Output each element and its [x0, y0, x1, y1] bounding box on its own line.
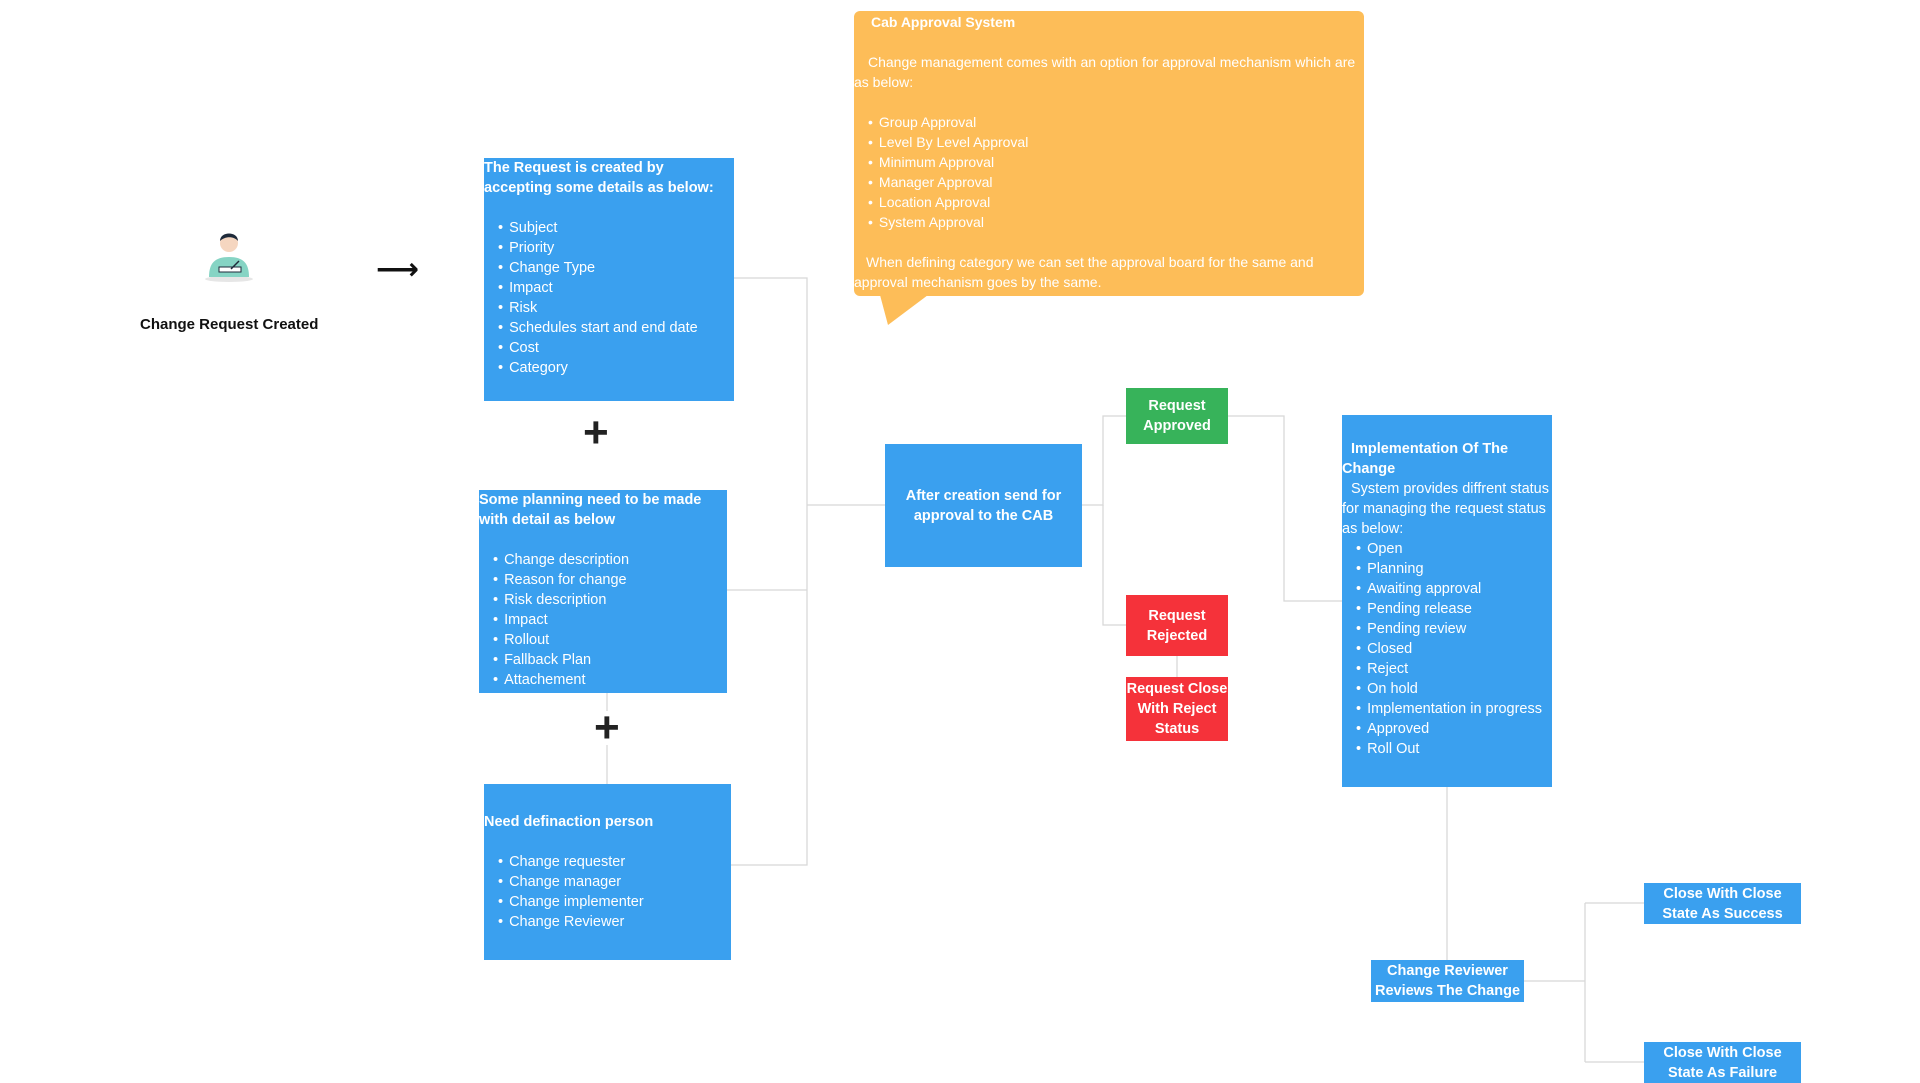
list-item: Category: [498, 358, 734, 378]
list-item: Subject: [498, 218, 734, 238]
request-approved-label: Request Approved: [1143, 398, 1211, 434]
planning-box: Some planning need to be made with detai…: [479, 490, 727, 693]
list-item: Awaiting approval: [1356, 579, 1552, 599]
request-details-list: SubjectPriorityChange TypeImpactRiskSche…: [484, 218, 734, 378]
callout-pointer: [880, 295, 928, 325]
list-item: Impact: [498, 278, 734, 298]
list-item: Approved: [1356, 719, 1552, 739]
callout-intro: Change management comes with an option f…: [854, 54, 1356, 90]
list-item: Open: [1356, 539, 1552, 559]
list-item: Impact: [493, 610, 727, 630]
plus-icon: +: [594, 703, 620, 752]
list-item: Risk: [498, 298, 734, 318]
request-reject-close-node: Request Close With Reject Status: [1126, 677, 1228, 741]
change-reviewer-label: Change Reviewer Reviews The Change: [1374, 963, 1521, 999]
implementation-intro: System provides diffrent status for mana…: [1342, 481, 1549, 537]
list-item: System Approval: [868, 212, 1364, 232]
list-item: Reject: [1356, 659, 1552, 679]
change-reviewer-node: Change Reviewer Reviews The Change: [1371, 960, 1524, 1002]
list-item: Minimum Approval: [868, 152, 1364, 172]
person-writing-icon: [201, 223, 257, 283]
callout-title: Cab Approval System: [871, 14, 1016, 30]
list-item: Level By Level Approval: [868, 132, 1364, 152]
implementation-status-list: OpenPlanningAwaiting approvalPending rel…: [1342, 539, 1552, 759]
list-item: Manager Approval: [868, 172, 1364, 192]
list-item: Fallback Plan: [493, 650, 727, 670]
request-details-title: The Request is created by accepting some…: [484, 160, 714, 196]
list-item: Attachement: [493, 670, 727, 690]
close-failure-node: Close With Close State As Failure: [1644, 1042, 1801, 1083]
planning-title: Some planning need to be made with detai…: [479, 492, 702, 528]
request-approved-node: Request Approved: [1126, 388, 1228, 444]
person-definition-title: Need definaction person: [484, 814, 654, 830]
close-success-node: Close With Close State As Success: [1644, 883, 1801, 924]
list-item: Change manager: [498, 872, 731, 892]
request-rejected-label: Request Rejected: [1146, 607, 1208, 644]
close-success-label: Close With Close State As Success: [1662, 885, 1783, 922]
list-item: Priority: [498, 238, 734, 258]
planning-list: Change descriptionReason for changeRisk …: [479, 550, 727, 690]
list-item: Planning: [1356, 559, 1552, 579]
list-item: Reason for change: [493, 570, 727, 590]
list-item: Risk description: [493, 590, 727, 610]
start-label: Change Request Created: [140, 316, 319, 333]
callout-footer: When defining category we can set the ap…: [854, 254, 1314, 290]
list-item: Group Approval: [868, 112, 1364, 132]
request-details-box: The Request is created by accepting some…: [484, 158, 734, 401]
list-item: Change requester: [498, 852, 731, 872]
close-failure-label: Close With Close State As Failure: [1663, 1044, 1782, 1081]
list-item: Change Type: [498, 258, 734, 278]
callout-approval-list: Group ApprovalLevel By Level ApprovalMin…: [854, 112, 1364, 232]
list-item: Rollout: [493, 630, 727, 650]
implementation-box: Implementation Of The Change System prov…: [1342, 415, 1552, 787]
list-item: Change Reviewer: [498, 912, 731, 932]
implementation-title: Implementation Of The Change: [1342, 441, 1509, 477]
arrow-right-icon: ⟶: [376, 253, 420, 286]
list-item: Closed: [1356, 639, 1552, 659]
list-item: Change description: [493, 550, 727, 570]
cab-approval-box: After creation send for approval to the …: [885, 444, 1082, 567]
list-item: Location Approval: [868, 192, 1364, 212]
cab-approval-label: After creation send for approval to the …: [905, 487, 1062, 524]
list-item: On hold: [1356, 679, 1552, 699]
list-item: Cost: [498, 338, 734, 358]
plus-icon: +: [583, 408, 609, 457]
list-item: Pending release: [1356, 599, 1552, 619]
list-item: Schedules start and end date: [498, 318, 734, 338]
request-rejected-node: Request Rejected: [1126, 595, 1228, 656]
list-item: Roll Out: [1356, 739, 1552, 759]
request-reject-close-label: Request Close With Reject Status: [1126, 681, 1228, 737]
list-item: Pending review: [1356, 619, 1552, 639]
person-definition-list: Change requesterChange managerChange imp…: [484, 852, 731, 932]
cab-approval-callout: Cab Approval System Change management co…: [854, 11, 1364, 296]
list-item: Change implementer: [498, 892, 731, 912]
person-definition-box: Need definaction person Change requester…: [484, 784, 731, 960]
list-item: Implementation in progress: [1356, 699, 1552, 719]
